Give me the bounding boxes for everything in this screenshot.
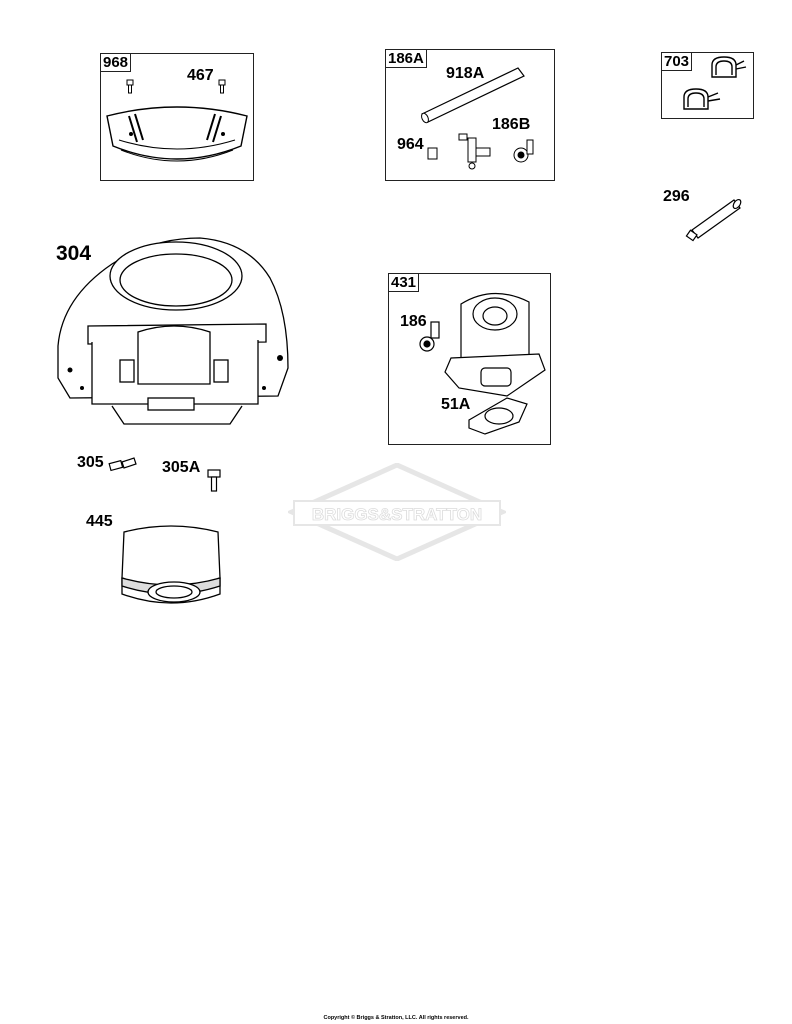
briggs-stratton-watermark-logo: BRIGGS&STRATTON	[288, 463, 506, 561]
air-filter-445-drawing	[121, 525, 221, 604]
part-box-968: 968 467	[100, 53, 254, 181]
pin-296-drawing	[685, 198, 742, 242]
callout-186: 186	[400, 313, 427, 330]
blower-housing-304-drawing	[57, 237, 289, 425]
fuel-line-parts-drawing	[421, 67, 534, 170]
callout-51A: 51A	[441, 396, 471, 413]
watermark-text: BRIGGS&STRATTON	[312, 505, 482, 524]
air-cleaner-base-drawing	[419, 292, 546, 435]
hose-clamps-drawing	[683, 56, 747, 110]
callout-304: 304	[56, 242, 92, 265]
part-box-186A: 186A 918A 964 186B	[385, 49, 555, 181]
box-number-703: 703	[661, 52, 693, 71]
box-number-968: 968	[100, 53, 132, 72]
screw-467-left	[126, 79, 134, 94]
part-box-431: 431 186 51A	[388, 273, 551, 445]
callout-964: 964	[397, 136, 424, 153]
screw-467-right	[218, 79, 226, 94]
callout-305: 305	[77, 454, 104, 471]
hose-fitting	[458, 133, 491, 170]
screw-305A-drawing	[207, 469, 221, 492]
shroud-cover-drawing	[106, 79, 248, 162]
box-number-186A: 186A	[385, 49, 427, 68]
callout-296: 296	[663, 188, 690, 205]
box-number-431: 431	[388, 273, 420, 292]
fitting-186B	[513, 139, 534, 163]
callout-305A: 305A	[162, 459, 201, 476]
part-box-703: 703	[661, 52, 754, 119]
copyright-notice: Copyright © Briggs & Stratton, LLC. All …	[323, 1015, 469, 1021]
screw-305-drawing	[108, 457, 137, 472]
callout-186B: 186B	[492, 116, 531, 133]
callout-445: 445	[86, 513, 113, 530]
callout-918A: 918A	[446, 65, 485, 82]
callout-467: 467	[187, 67, 214, 84]
